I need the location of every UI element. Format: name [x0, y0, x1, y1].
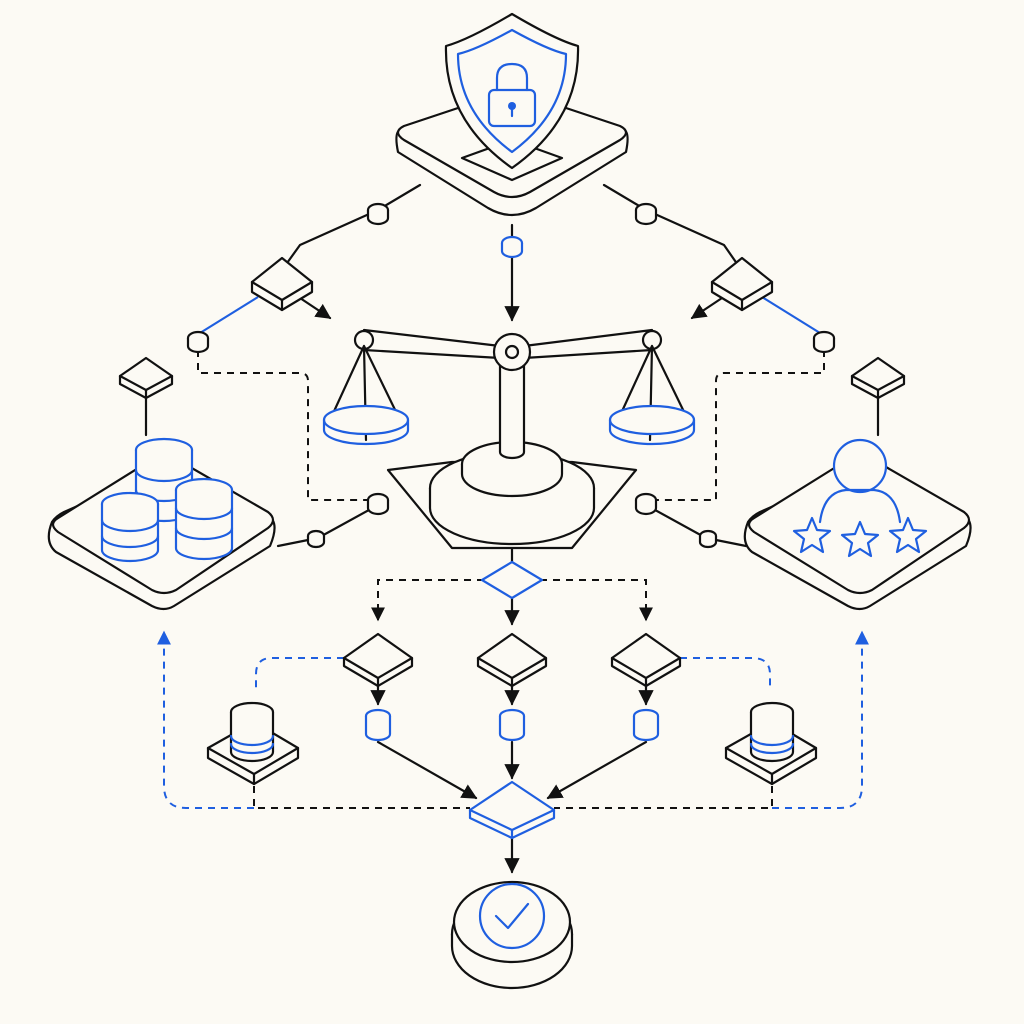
star-icon [792, 516, 832, 554]
decision-merge-node [468, 780, 556, 840]
arrow-right-to-scale [690, 296, 724, 320]
decision-box-icon [250, 256, 314, 312]
connector-node-icon [306, 529, 326, 549]
diamond-icon [480, 560, 544, 600]
scale-pillar [498, 358, 526, 460]
scale-pivot [492, 332, 532, 372]
connector-base-left [276, 503, 380, 548]
dashed-branch-right [540, 579, 653, 622]
database-tile-icon [206, 701, 300, 786]
balance-node [322, 328, 696, 550]
connector-top-right [602, 183, 742, 270]
user-rating-icon [792, 438, 928, 558]
security-node [395, 12, 629, 217]
connector-node-icon [812, 330, 836, 354]
blue-dashed-left-top [255, 657, 344, 690]
dashed-branch-left [371, 579, 484, 622]
connector-base-right [644, 503, 748, 548]
reviews-node [743, 438, 972, 611]
decision-box-icon [610, 632, 682, 688]
scale-pan-left-icon [322, 404, 410, 446]
connector-node-icon [698, 529, 718, 549]
connector-top-left [280, 183, 422, 272]
dashed-right-loop [654, 350, 825, 501]
connector-right-blue [761, 296, 821, 334]
scale-pan-right-icon [608, 404, 696, 446]
cylinder-icon [632, 708, 660, 742]
shield-lock-icon [444, 12, 580, 170]
star-icon [840, 520, 880, 558]
data-store-node [47, 437, 276, 611]
approval-node [450, 880, 574, 990]
star-icon [888, 516, 928, 554]
decision-box-icon [476, 632, 548, 688]
scale-beam-left [362, 328, 502, 360]
branch-cylinders [364, 708, 660, 742]
database-stack-icon [100, 437, 234, 563]
side-decision-boxes [118, 256, 906, 400]
decision-box-icon [850, 356, 906, 400]
blue-dashed-right-top [680, 657, 771, 690]
decision-box-icon [342, 632, 414, 688]
decision-box-icon [710, 256, 774, 312]
arrow-left-to-scale [298, 296, 332, 320]
database-tile-icon [724, 701, 818, 786]
decision-split-node [480, 560, 544, 600]
blue-dashed-feedback-left [157, 630, 254, 809]
scale-beam-right [522, 328, 654, 360]
connector-node-icon [634, 202, 658, 226]
connector-nodes [186, 202, 836, 549]
connector-left-blue [199, 296, 259, 334]
branch-decision-boxes [342, 632, 682, 688]
dashed-left-loop [197, 350, 370, 501]
connector-node-icon [634, 492, 658, 516]
blue-dashed-feedback-right [772, 630, 869, 809]
connector-node-icon [500, 235, 524, 259]
arrow-left-to-merge [376, 740, 478, 800]
connector-node-icon [186, 330, 210, 354]
arrow-right-to-merge [546, 740, 648, 800]
cylinder-icon [364, 708, 392, 742]
cylinder-icon [498, 708, 526, 742]
dashed-right-db-to-merge [554, 760, 773, 809]
side-database-tiles [206, 701, 818, 786]
dashed-left-db-to-merge [253, 760, 470, 809]
connector-node-icon [366, 492, 390, 516]
decision-box-icon [118, 356, 174, 400]
connector-node-icon [366, 202, 390, 226]
checkmark-icon [494, 902, 530, 930]
